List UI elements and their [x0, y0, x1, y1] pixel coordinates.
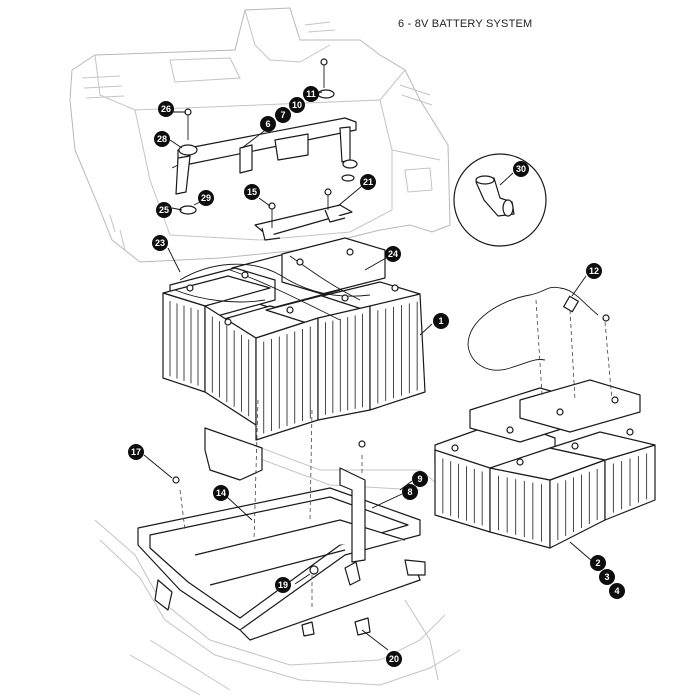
callout-marker — [156, 202, 172, 218]
callout-label: 3 — [604, 572, 609, 582]
callout-label: 26 — [161, 104, 171, 114]
callout-marker — [609, 583, 625, 599]
callout-marker — [433, 313, 449, 329]
callout-10: 10 — [289, 97, 305, 113]
callout-marker — [599, 569, 615, 585]
callout-28: 28 — [154, 131, 170, 147]
callout-marker — [402, 484, 418, 500]
center-bracket — [254, 188, 353, 241]
callout-marker — [275, 577, 291, 593]
callout-marker — [289, 97, 305, 113]
callout-11: 11 — [303, 86, 319, 102]
callout-30: 30 — [513, 161, 529, 177]
callout-25: 25 — [156, 202, 172, 218]
callout-marker — [213, 485, 229, 501]
callout-label: 23 — [155, 238, 165, 248]
elbow-detail — [453, 153, 547, 247]
callout-1: 1 — [433, 313, 449, 329]
callout-label: 7 — [280, 110, 285, 120]
callout-label: 29 — [201, 193, 211, 203]
callout-marker — [385, 246, 401, 262]
callout-3: 3 — [599, 569, 615, 585]
callout-label: 9 — [417, 474, 422, 484]
callout-marker — [198, 190, 214, 206]
callout-marker — [158, 101, 174, 117]
callout-label: 1 — [438, 316, 443, 326]
callout-23: 23 — [152, 235, 168, 251]
callout-label: 4 — [614, 586, 619, 596]
callout-label: 21 — [363, 177, 373, 187]
callout-2: 2 — [590, 555, 606, 571]
callout-label: 19 — [278, 580, 288, 590]
callout-7: 7 — [275, 107, 291, 123]
callout-marker — [412, 471, 428, 487]
callout-label: 14 — [216, 488, 226, 498]
callout-4: 4 — [609, 583, 625, 599]
callout-label: 12 — [589, 266, 599, 276]
callout-marker — [275, 107, 291, 123]
callout-label: 30 — [516, 164, 526, 174]
callout-6: 6 — [260, 116, 276, 132]
callout-marker — [154, 131, 170, 147]
callout-label: 25 — [159, 205, 169, 215]
callout-marker — [303, 86, 319, 102]
callout-label: 28 — [157, 134, 167, 144]
callout-19: 19 — [275, 577, 291, 593]
callout-marker — [128, 444, 144, 460]
callout-12: 12 — [586, 263, 602, 279]
callout-marker — [586, 263, 602, 279]
callout-21: 21 — [360, 174, 376, 190]
chassis-outline — [94, 439, 461, 696]
callout-29: 29 — [198, 190, 214, 206]
callout-15: 15 — [244, 184, 260, 200]
callout-label: 8 — [407, 487, 412, 497]
callout-label: 24 — [388, 249, 398, 259]
callout-24: 24 — [385, 246, 401, 262]
callout-label: 15 — [247, 187, 257, 197]
callout-label: 20 — [389, 654, 399, 664]
callout-20: 20 — [386, 651, 402, 667]
callout-17: 17 — [128, 444, 144, 460]
callout-14: 14 — [213, 485, 229, 501]
diagram-title: 6 - 8V BATTERY SYSTEM — [398, 18, 532, 30]
battery-pack-lower — [434, 379, 656, 549]
callout-marker — [513, 161, 529, 177]
callout-8: 8 — [402, 484, 418, 500]
callout-label: 6 — [265, 119, 270, 129]
callout-marker — [260, 116, 276, 132]
hold-down-bar — [175, 58, 358, 215]
callout-marker — [152, 235, 168, 251]
battery-cable — [467, 286, 613, 401]
callout-label: 11 — [306, 89, 316, 99]
callout-label: 17 — [131, 447, 141, 457]
leader-lines — [143, 91, 593, 651]
callout-label: 10 — [292, 100, 302, 110]
battery-tray — [137, 399, 426, 641]
callout-marker — [386, 651, 402, 667]
callout-9: 9 — [412, 471, 428, 487]
callout-label: 2 — [595, 558, 600, 568]
battery-pack-upper — [162, 237, 426, 441]
callout-marker — [590, 555, 606, 571]
callout-marker — [244, 184, 260, 200]
callout-26: 26 — [158, 101, 174, 117]
callout-marker — [360, 174, 376, 190]
